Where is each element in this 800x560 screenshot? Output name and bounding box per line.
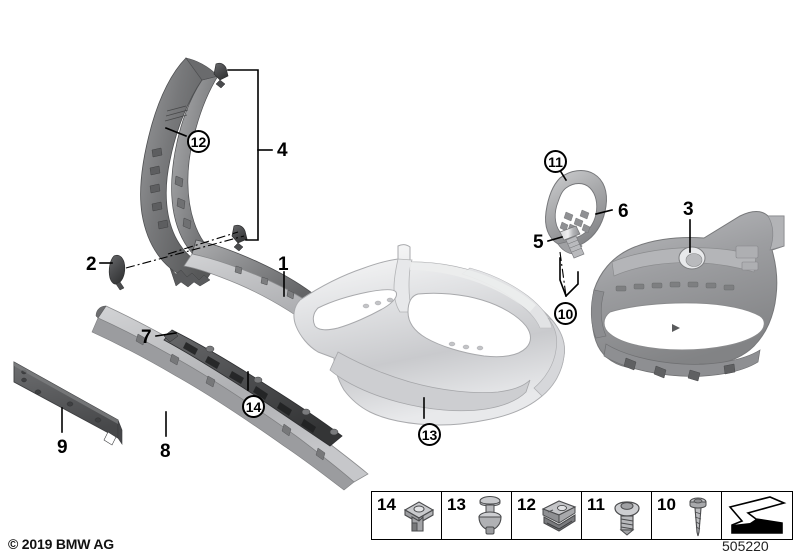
- legend-item-14[interactable]: 14: [372, 492, 442, 539]
- callout-5: 5: [533, 232, 544, 253]
- legend-number-13: 13: [447, 495, 466, 514]
- legend-number-10: 10: [657, 495, 676, 514]
- part-12-upper-trim: [140, 57, 223, 288]
- part-13-bumper-cover: [293, 244, 565, 426]
- part-3-bumper-carrier: [590, 211, 785, 382]
- callout-12: 12: [187, 130, 210, 153]
- callout-8: 8: [160, 441, 171, 462]
- part-2-small-clip: [108, 254, 126, 291]
- expanding-rivet-icon: [478, 495, 502, 535]
- legend-number-12: 12: [517, 495, 536, 514]
- self-tapping-screw-icon: [689, 497, 707, 537]
- part-5-stud-fastener: [559, 225, 585, 259]
- callout-3: 3: [683, 199, 694, 220]
- callout-11: 11: [544, 150, 567, 173]
- callout-9: 9: [57, 437, 68, 458]
- callout-14: 14: [242, 395, 265, 418]
- callout-2: 2: [86, 254, 97, 275]
- callout-4: 4: [277, 140, 288, 161]
- part-8-spoiler-lip: [91, 305, 369, 491]
- legend-item-symbol[interactable]: [722, 492, 792, 539]
- pan-head-screw-icon: [614, 501, 640, 536]
- square-clip-nut-icon: [403, 501, 435, 532]
- callout-10: 10: [554, 302, 577, 325]
- legend-item-11[interactable]: 11: [582, 492, 652, 539]
- legend-number-14: 14: [377, 495, 396, 514]
- legend-item-10[interactable]: 10: [652, 492, 722, 539]
- callout-6: 6: [618, 201, 629, 222]
- part-6-side-bracket: [545, 170, 607, 255]
- diagram-number: 505220: [722, 538, 769, 554]
- spring-clip-nut-icon: [541, 500, 577, 532]
- part-9-license-plate-bracket: [13, 361, 123, 446]
- legend-number-11: 11: [587, 495, 605, 514]
- assembly-axis-lines: [125, 231, 567, 297]
- part-4-mounting-clips: [213, 62, 248, 252]
- assembly-arrow-icon: [728, 496, 787, 534]
- callout-13: 13: [418, 423, 441, 446]
- legend-item-13[interactable]: 13: [442, 492, 512, 539]
- copyright-notice: © 2019 BMW AG: [8, 536, 114, 552]
- legend-item-12[interactable]: 12: [512, 492, 582, 539]
- fastener-legend: 14 13 12: [371, 491, 793, 540]
- callout-1: 1: [278, 254, 289, 275]
- callout-7: 7: [141, 327, 152, 348]
